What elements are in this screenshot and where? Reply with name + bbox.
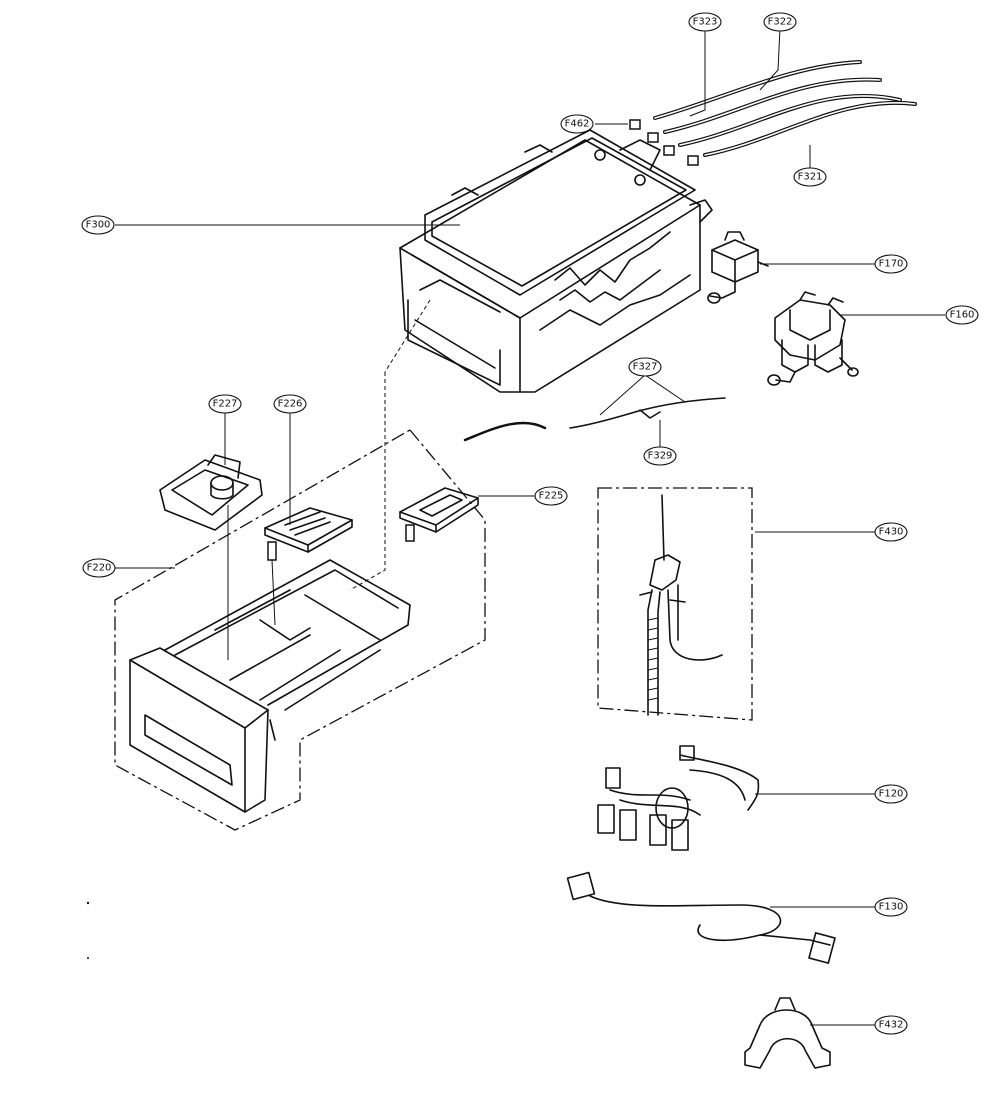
stray-mark	[87, 957, 89, 959]
main-wire-harness	[597, 745, 760, 851]
svg-text:F321: F321	[798, 172, 823, 183]
label-F322: F322	[763, 12, 797, 32]
svg-text:F300: F300	[86, 220, 111, 231]
hose-guide-clip	[744, 997, 831, 1069]
single-water-valve	[707, 231, 769, 304]
svg-text:F120: F120	[879, 789, 904, 800]
label-F430: F430	[874, 522, 908, 542]
stray-mark	[86, 901, 90, 905]
label-F329: F329	[643, 446, 677, 466]
softener-cap	[159, 454, 263, 531]
label-F225: F225	[534, 486, 568, 506]
label-F220: F220	[82, 558, 116, 578]
label-F327: F327	[628, 357, 662, 377]
label-F462: F462	[560, 114, 594, 134]
label-F432: F432	[874, 1015, 908, 1035]
svg-text:F432: F432	[879, 1020, 904, 1031]
label-F227: F227	[208, 394, 242, 414]
svg-text:F327: F327	[633, 362, 658, 373]
svg-text:F226: F226	[278, 399, 303, 410]
svg-text:F322: F322	[768, 17, 793, 28]
wire-harness-small	[463, 397, 726, 442]
svg-text:F227: F227	[213, 399, 238, 410]
svg-text:F130: F130	[879, 902, 904, 913]
svg-text:F323: F323	[693, 17, 718, 28]
detergent-insert-226	[264, 507, 353, 561]
siphon-hose-assembly	[597, 487, 753, 721]
label-F120: F120	[874, 784, 908, 804]
svg-text:F220: F220	[87, 563, 112, 574]
label-F300: F300	[81, 215, 115, 235]
detergent-insert-225	[399, 487, 479, 542]
svg-text:F430: F430	[879, 527, 904, 538]
label-F130: F130	[874, 897, 908, 917]
svg-text:F225: F225	[539, 491, 564, 502]
label-F226: F226	[273, 394, 307, 414]
svg-text:F160: F160	[950, 310, 975, 321]
leader-lines	[115, 27, 945, 1026]
dispenser-housing	[349, 129, 713, 591]
label-F321: F321	[793, 167, 827, 187]
inlet-hoses	[629, 60, 917, 166]
svg-text:F329: F329	[648, 451, 673, 462]
detergent-drawer	[114, 429, 486, 831]
label-F323: F323	[688, 12, 722, 32]
sensor-wire	[566, 871, 836, 964]
svg-text:F170: F170	[879, 259, 904, 270]
label-F170: F170	[874, 254, 908, 274]
svg-text:F462: F462	[565, 119, 590, 130]
label-F160: F160	[945, 305, 979, 325]
double-water-valve	[767, 291, 859, 386]
